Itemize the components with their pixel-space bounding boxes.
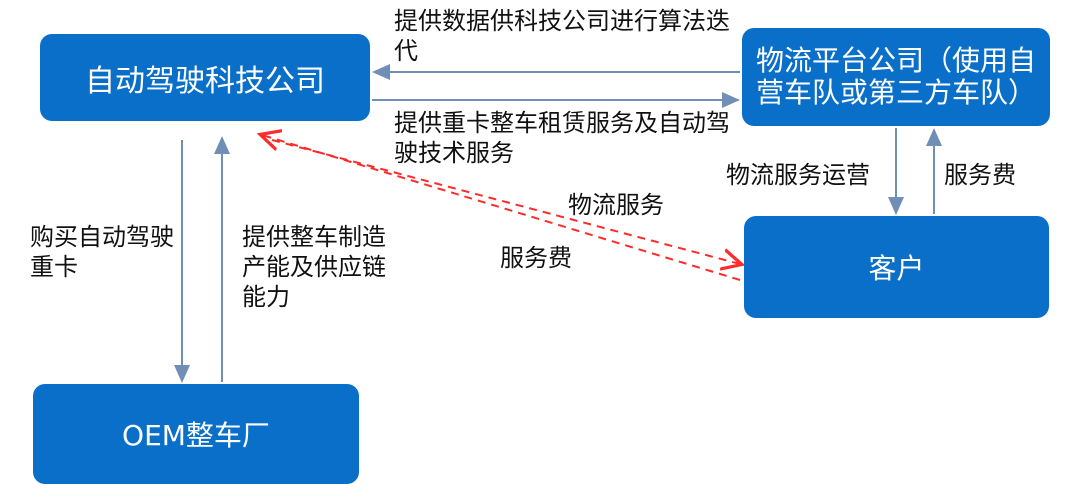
edge-label-manufacturing: 提供整车制造产能及供应链能力 bbox=[242, 223, 386, 311]
node-customer: 客户 bbox=[744, 216, 1049, 318]
node-customer-label: 客户 bbox=[868, 252, 925, 285]
edge-label-truck-lease: 提供重卡整车租赁服务及自动驾驶技术服务 bbox=[394, 109, 730, 167]
edge-label-logistics-service: 物流服务 bbox=[568, 191, 664, 219]
edge-label-service-fee-right: 服务费 bbox=[944, 161, 1016, 189]
node-logistics-platform-label: 物流平台公司（使用自营车队或第三方车队） bbox=[755, 44, 1036, 109]
node-autonomous-tech-company: 自动驾驶科技公司 bbox=[40, 34, 370, 121]
dashed-arrow-logistics-service bbox=[271, 139, 740, 264]
edge-label-logistics-ops: 物流服务运营 bbox=[726, 161, 870, 189]
node-oem-label: OEM整车厂 bbox=[122, 419, 270, 452]
edge-label-service-fee-mid: 服务费 bbox=[500, 244, 572, 272]
node-autonomous-tech-label: 自动驾驶科技公司 bbox=[85, 63, 325, 99]
edge-label-data-iteration: 提供数据供科技公司进行算法迭代 bbox=[394, 7, 730, 65]
node-logistics-platform-company: 物流平台公司（使用自营车队或第三方车队） bbox=[742, 28, 1050, 126]
edge-label-buy-trucks: 购买自动驾驶重卡 bbox=[30, 223, 174, 281]
node-oem-manufacturer: OEM整车厂 bbox=[33, 384, 359, 484]
